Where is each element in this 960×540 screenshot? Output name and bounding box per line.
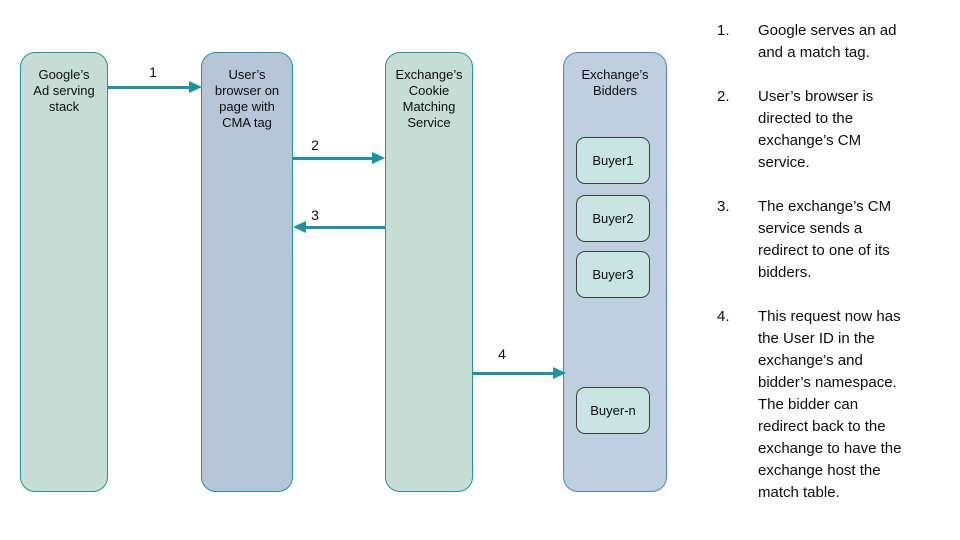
buyer-box-3: Buyer3 xyxy=(576,251,650,298)
arrowhead-left-icon xyxy=(293,221,306,233)
step-item-3: 3. The exchange’s CM service sends a red… xyxy=(700,196,946,284)
arrow-4-label: 4 xyxy=(498,346,506,362)
arrow-line xyxy=(108,85,192,89)
arrow-line xyxy=(303,225,385,229)
node-label: Exchange’s Bidders xyxy=(581,67,649,98)
arrowhead-right-icon xyxy=(189,81,202,93)
node-label: Exchange’s Cookie Matching Service xyxy=(395,67,463,130)
buyer-label: Buyer1 xyxy=(592,153,634,168)
node-user-browser: User’s browser on page with CMA tag xyxy=(201,52,293,492)
buyer-box-2: Buyer2 xyxy=(576,195,650,242)
arrow-2-label: 2 xyxy=(311,137,319,153)
arrowhead-right-icon xyxy=(553,367,566,379)
arrow-3-label: 3 xyxy=(311,207,319,223)
step-number: 2. xyxy=(717,88,730,105)
step-text: User’s browser is directed to the exchan… xyxy=(758,88,874,171)
buyer-box-n: Buyer-n xyxy=(576,387,650,434)
buyer-label: Buyer2 xyxy=(592,211,634,226)
buyer-label: Buyer-n xyxy=(590,403,636,418)
buyer-label: Buyer3 xyxy=(592,267,634,282)
node-exchange-bidders: Exchange’s Bidders Buyer1 Buyer2 Buyer3 … xyxy=(563,52,667,492)
arrowhead-right-icon xyxy=(372,152,385,164)
arrow-line xyxy=(473,371,556,375)
arrow-line xyxy=(293,156,375,160)
arrow-1-label: 1 xyxy=(149,64,157,80)
step-text: Google serves an ad and a match tag. xyxy=(758,22,897,61)
step-number: 1. xyxy=(717,22,730,39)
step-item-2: 2. User’s browser is directed to the exc… xyxy=(700,86,946,174)
node-label: User’s browser on page with CMA tag xyxy=(214,67,280,130)
step-text: This request now has the User ID in the … xyxy=(758,308,902,501)
arrow-2-browser-to-cms xyxy=(293,152,385,164)
arrow-3-cms-to-browser xyxy=(293,221,385,233)
node-label: Google’s Ad serving stack xyxy=(33,67,95,114)
steps-list: 1. Google serves an ad and a match tag. … xyxy=(700,20,946,526)
step-number: 4. xyxy=(717,308,730,325)
arrow-4-cms-to-bidders xyxy=(473,367,566,379)
step-item-4: 4. This request now has the User ID in t… xyxy=(700,306,946,504)
node-exchange-cookie-matching-service: Exchange’s Cookie Matching Service xyxy=(385,52,473,492)
arrow-1-google-to-browser xyxy=(108,81,202,93)
step-text: The exchange’s CM service sends a redire… xyxy=(758,198,892,281)
step-item-1: 1. Google serves an ad and a match tag. xyxy=(700,20,946,64)
step-number: 3. xyxy=(717,198,730,215)
node-google-ad-serving-stack: Google’s Ad serving stack xyxy=(20,52,108,492)
buyer-box-1: Buyer1 xyxy=(576,137,650,184)
